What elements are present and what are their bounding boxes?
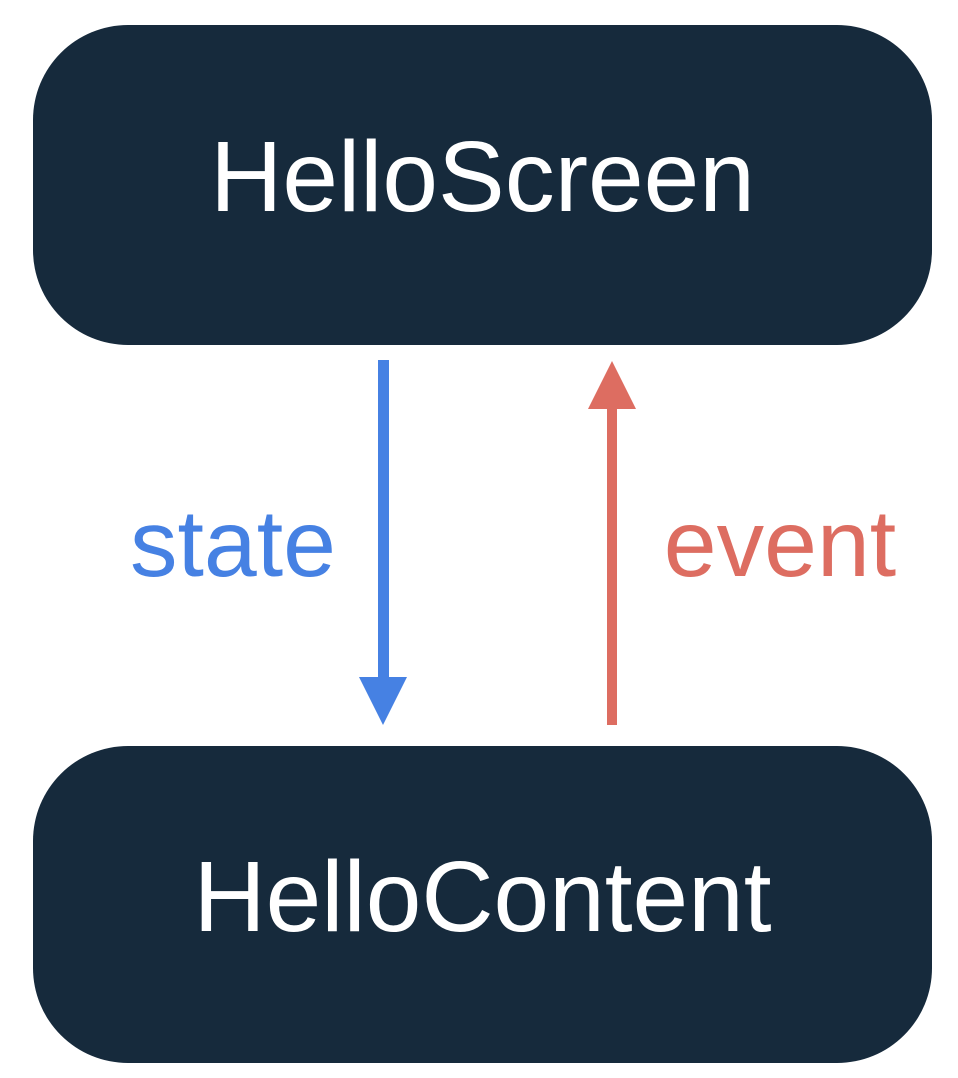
hello-content-box: HelloContent [33,746,932,1063]
hello-screen-label: HelloScreen [210,121,755,233]
state-arrowhead-down-icon [359,677,407,725]
event-arrow-up-icon [588,361,636,725]
event-arrow-shaft [607,407,617,725]
state-flow-label: state [130,490,336,597]
event-arrowhead-up-icon [588,361,636,409]
hello-screen-box: HelloScreen [33,25,932,345]
hello-content-label: HelloContent [193,840,772,953]
state-arrow-shaft [378,360,389,680]
state-arrow-down-icon [359,360,407,725]
event-flow-label: event [663,490,897,597]
